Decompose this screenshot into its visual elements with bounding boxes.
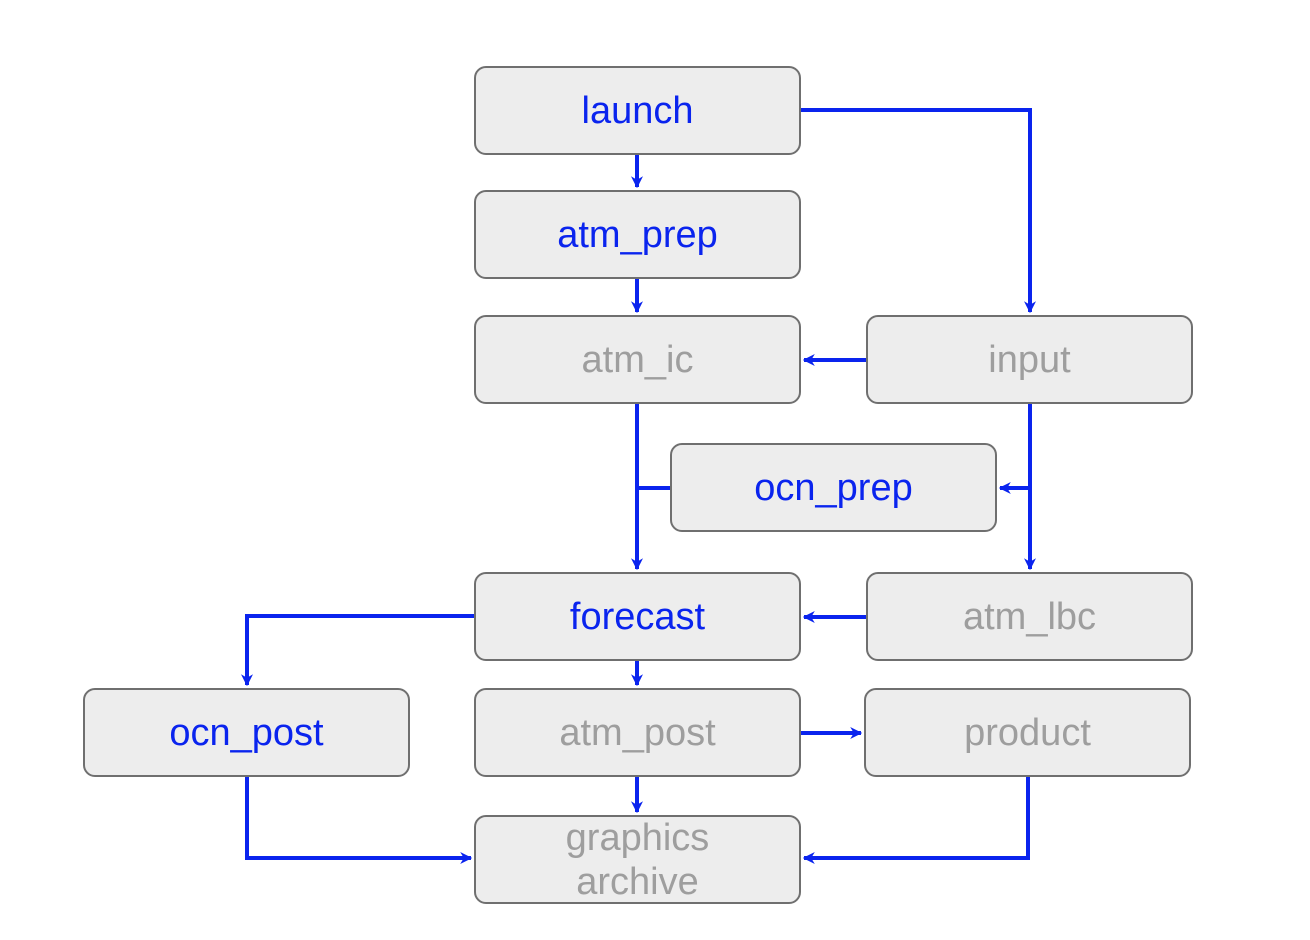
- node-atm-lbc: atm_lbc: [866, 572, 1193, 661]
- node-ocn-prep: ocn_prep: [670, 443, 997, 532]
- edge-ocn-post-to-graphics-archive: [245, 777, 473, 864]
- node-ocn-post: ocn_post: [83, 688, 410, 777]
- node-atm-ic: atm_ic: [474, 315, 801, 404]
- edge-product-to-graphics-archive: [802, 777, 1030, 864]
- node-input: input: [866, 315, 1193, 404]
- node-graphics-archive: graphics archive: [474, 815, 801, 904]
- edge-launch-to-input: [801, 108, 1036, 314]
- node-atm-post: atm_post: [474, 688, 801, 777]
- node-product: product: [864, 688, 1191, 777]
- edge-forecast-to-ocn-post: [241, 614, 474, 687]
- node-atm-prep: atm_prep: [474, 190, 801, 279]
- node-launch: launch: [474, 66, 801, 155]
- node-forecast: forecast: [474, 572, 801, 661]
